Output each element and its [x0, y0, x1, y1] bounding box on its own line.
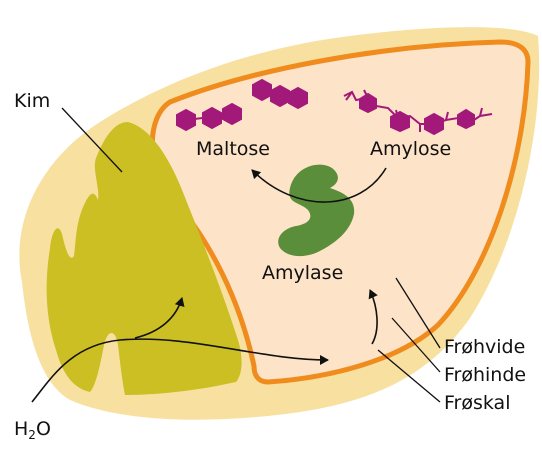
label-amylase: Amylase	[262, 264, 343, 283]
water-subscript: 2	[28, 428, 36, 442]
label-maltose: Maltose	[196, 140, 270, 159]
label-frohinde: Frøhinde	[444, 366, 526, 385]
label-frohvide: Frøhvide	[444, 338, 525, 357]
water-h: H	[14, 418, 28, 440]
label-kim: Kim	[14, 92, 50, 111]
label-amylose: Amylose	[370, 140, 451, 159]
label-froskal: Frøskal	[444, 394, 510, 413]
water-o: O	[36, 418, 51, 440]
label-water: H2O	[14, 420, 51, 441]
